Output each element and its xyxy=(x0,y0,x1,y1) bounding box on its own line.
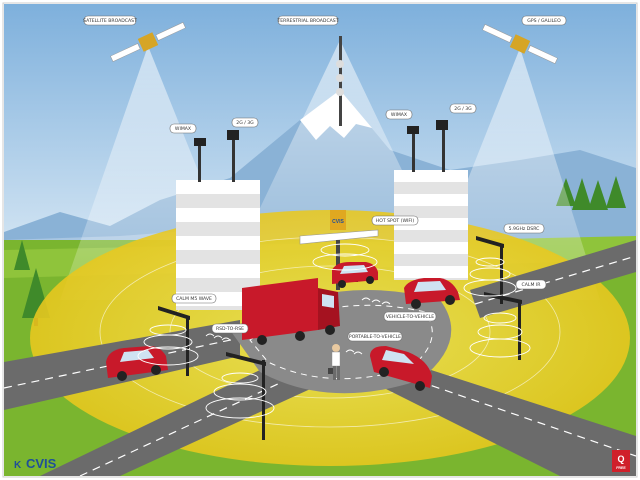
label-hotspot: HOT SPOT (WIFI) xyxy=(371,215,419,226)
q-free-badge: Q FREE xyxy=(612,450,630,472)
cvis-logo-prefix: K xyxy=(14,460,22,471)
terrestrial-antenna xyxy=(336,36,344,126)
roadside-unit-right-1 xyxy=(476,236,504,304)
label-wimax-left-text: WIMAX xyxy=(175,126,191,132)
label-2g3g-right-text: 2G / 3G xyxy=(454,106,472,112)
label-gps: GPS / GALILEO xyxy=(521,15,567,26)
label-2g3g-left: 2G / 3G xyxy=(231,117,259,128)
label-wimax-right-text: WIMAX xyxy=(391,112,407,118)
label-satellite: SATELLITE BROADCAST xyxy=(83,15,137,26)
kiosk-sign-text: CVIS xyxy=(332,219,344,225)
label-terrestrial: TERRESTRIAL BROADCAST xyxy=(276,15,339,26)
roadside-unit-left-2 xyxy=(226,352,266,440)
label-terrestrial-text: TERRESTRIAL BROADCAST xyxy=(276,18,338,24)
label-hotspot-text: HOT SPOT (WIFI) xyxy=(376,218,415,224)
label-p2v: PORTABLE-TO-VEHICLE xyxy=(347,331,403,342)
label-calm-ir: CALM IR xyxy=(515,279,547,290)
label-gps-text: GPS / GALILEO xyxy=(527,18,561,24)
pedestrian xyxy=(328,344,341,380)
label-2g3g-right: 2G / 3G xyxy=(449,103,477,114)
label-rsd: RSD-TO-RSE xyxy=(211,323,249,334)
label-v2v: VEHICLE-TO-VEHICLE xyxy=(383,311,437,322)
satellite-right xyxy=(482,24,558,64)
label-calm-mm: CALM M5 WAVE xyxy=(171,293,217,304)
label-p2v-text: PORTABLE-TO-VEHICLE xyxy=(349,334,401,340)
cvis-logo-text: CVIS xyxy=(26,456,57,471)
badge-letter: Q xyxy=(617,454,624,464)
road-right-diagonal xyxy=(380,360,636,476)
label-wimax-left: WIMAX xyxy=(169,123,197,134)
label-satellite-text: SATELLITE BROADCAST xyxy=(83,18,137,24)
car-left xyxy=(106,346,168,381)
label-v2v-text: VEHICLE-TO-VEHICLE xyxy=(386,314,434,320)
label-2g3g-left-text: 2G / 3G xyxy=(236,120,254,126)
terrestrial-beam xyxy=(240,40,440,250)
truck xyxy=(242,278,340,345)
trees-right xyxy=(556,176,626,210)
car-right-top xyxy=(404,278,460,309)
satellite-left xyxy=(110,22,186,62)
label-calm-mm-text: CALM M5 WAVE xyxy=(176,296,212,302)
label-calm-ir-text: CALM IR xyxy=(522,282,542,288)
signal-rings xyxy=(137,243,531,419)
label-dsrc: 5.9GHz DSRC xyxy=(503,223,545,234)
car-right-bottom xyxy=(370,346,432,391)
coverage-ring-2 xyxy=(169,265,491,399)
badge-sub: FREE xyxy=(616,466,626,470)
cvis-logo: K CVIS xyxy=(14,456,57,471)
label-dsrc-text: 5.9GHz DSRC xyxy=(509,226,540,232)
label-rsd-text: RSD-TO-RSE xyxy=(216,326,244,332)
label-wimax-right: WIMAX xyxy=(385,109,413,120)
wave-arcs xyxy=(205,297,391,355)
roadside-unit-right-2 xyxy=(484,292,522,360)
road-left-diagonal xyxy=(40,370,330,476)
